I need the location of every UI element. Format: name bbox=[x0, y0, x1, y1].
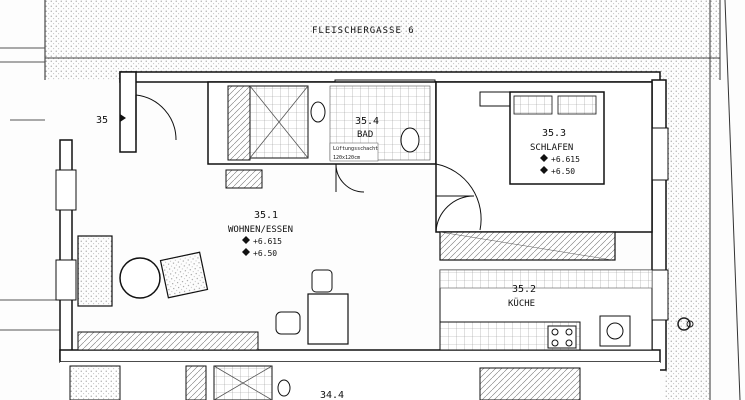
sink-icon bbox=[400, 127, 420, 153]
sofa-icon bbox=[77, 235, 113, 307]
bad-number: 35.4 bbox=[355, 116, 379, 127]
left-outside bbox=[0, 47, 60, 331]
wohnen-elev1: +6.615 bbox=[253, 237, 282, 246]
living-room: 35.1 WOHNEN/ESSEN +6.615 +6.50 bbox=[77, 163, 482, 351]
bad-note-top: Lüftungsschacht bbox=[333, 146, 378, 152]
bedroom: 35.3 SCHLAFEN +6.615 +6.50 bbox=[435, 81, 653, 233]
entrance-number: 35 bbox=[96, 115, 108, 126]
windows bbox=[55, 79, 669, 321]
kueche-number: 35.2 bbox=[512, 284, 536, 295]
wohnen-elev2: +6.50 bbox=[253, 249, 277, 258]
entrance-door: 35 bbox=[96, 94, 177, 141]
street-label: FLEISCHERGASSE 6 bbox=[312, 26, 415, 36]
bad-name: BAD bbox=[357, 130, 373, 140]
kitchen: 35.2 KÜCHE bbox=[439, 269, 653, 351]
dining-table-icon bbox=[307, 293, 349, 345]
chair-icon bbox=[311, 269, 333, 293]
chair-icon bbox=[275, 311, 301, 335]
lower-unit: 34.4 bbox=[60, 362, 660, 400]
armchair-icon bbox=[159, 251, 209, 299]
schlafen-name: SCHLAFEN bbox=[530, 143, 573, 153]
wohnen-number: 35.1 bbox=[254, 210, 278, 221]
wohnen-name: WOHNEN/ESSEN bbox=[228, 225, 293, 235]
kitchen-sink-icon bbox=[599, 315, 631, 347]
table-icon bbox=[119, 257, 161, 299]
right-outside bbox=[665, 0, 741, 400]
schlafen-elev1: +6.615 bbox=[551, 155, 580, 164]
bathroom: 35.4 BAD Lüftungsschacht 120x120cm bbox=[207, 81, 437, 193]
toilet-icon bbox=[310, 101, 326, 123]
stove-icon bbox=[547, 325, 577, 349]
schlafen-number: 35.3 bbox=[542, 128, 566, 139]
kueche-name: KÜCHE bbox=[508, 298, 535, 309]
hallway-cabinet bbox=[225, 169, 263, 189]
street-area: FLEISCHERGASSE 6 bbox=[44, 0, 721, 80]
bad-note-bottom: 120x120cm bbox=[333, 155, 360, 161]
lower-unit-label: 34.4 bbox=[320, 390, 344, 400]
entrance-arrow-icon bbox=[120, 114, 126, 122]
schlafen-elev2: +6.50 bbox=[551, 167, 575, 176]
wardrobe bbox=[439, 231, 616, 261]
